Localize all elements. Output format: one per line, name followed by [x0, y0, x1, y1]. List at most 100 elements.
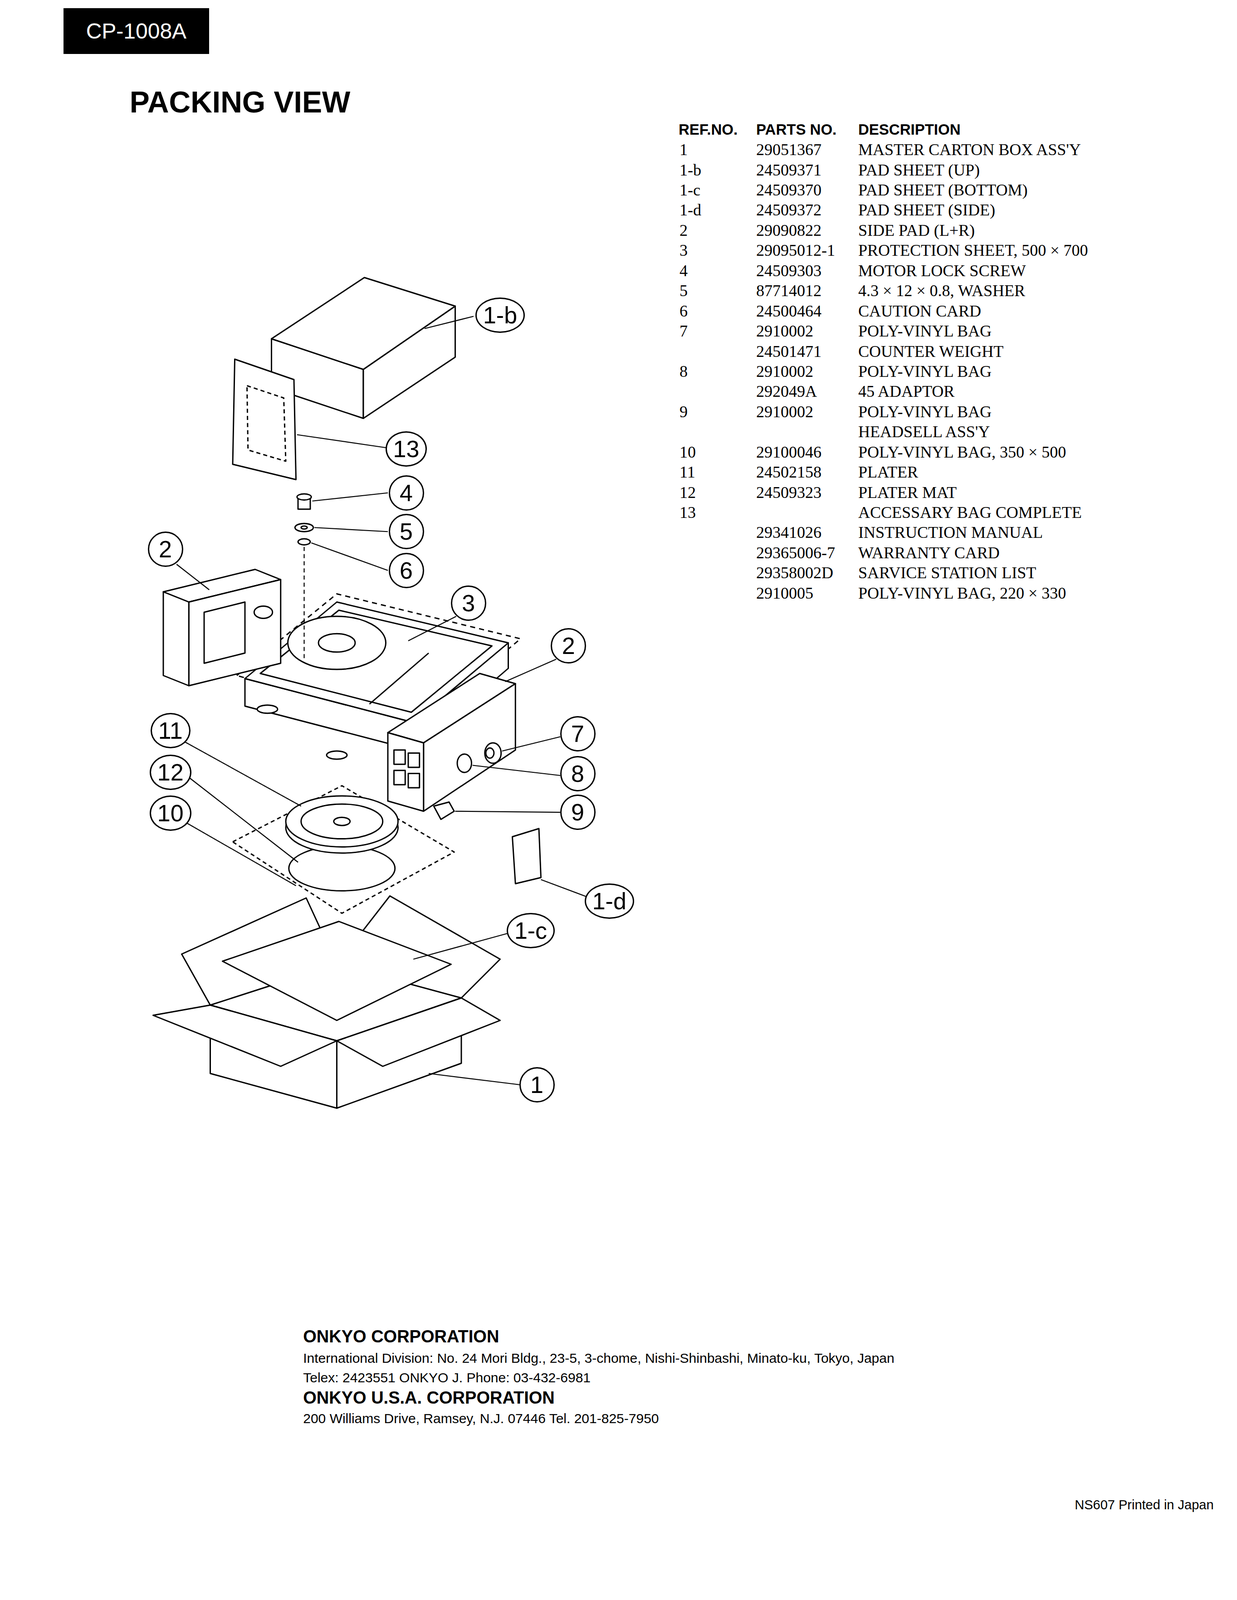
part-description: 45 ADAPTOR — [858, 381, 955, 402]
accessory-bag — [232, 359, 297, 480]
part-description: HEADSELL ASS'Y — [858, 422, 990, 442]
callout-circle: 5 — [388, 513, 425, 550]
part-description: INSTRUCTION MANUAL — [858, 523, 1043, 543]
part-number: 2910002 — [756, 321, 814, 342]
platter-hub — [333, 817, 351, 826]
callout-number: 9 — [571, 800, 585, 825]
callout-number: 1-b — [483, 303, 518, 328]
leader-line — [314, 527, 388, 532]
side-pad-pocket — [394, 750, 406, 765]
carton-flap — [153, 1005, 338, 1067]
callout-number: 2 — [158, 537, 172, 562]
model-number: CP-1008A — [86, 20, 187, 43]
part-number: 29100046 — [756, 442, 822, 463]
part-description: 4.3 × 12 × 0.8, WASHER — [858, 281, 1026, 301]
callout-circle: 1-b — [475, 297, 525, 333]
leader-line — [185, 822, 297, 887]
pad-sheet-bottom — [222, 921, 452, 1021]
part-description: PLATER MAT — [858, 483, 957, 503]
leader-line — [502, 737, 561, 752]
part-number: 2910002 — [756, 402, 814, 422]
part-number: 24509371 — [756, 160, 822, 181]
ref-number: 6 — [679, 301, 688, 322]
callout-circle: 4 — [388, 475, 425, 511]
leader-line — [428, 1073, 520, 1086]
callout-number: 5 — [399, 519, 413, 544]
callout-number: 13 — [393, 437, 420, 461]
platter — [285, 796, 399, 848]
turntable-foot — [257, 705, 278, 714]
part-number: 24509323 — [756, 483, 822, 503]
callout-circle: 13 — [385, 431, 428, 467]
callout-number: 11 — [158, 718, 183, 743]
ref-number: 7 — [679, 321, 688, 342]
leader-line — [541, 880, 591, 899]
callout-number: 3 — [461, 591, 475, 616]
leader-line — [505, 659, 557, 683]
accessory-bag-contents — [247, 386, 287, 462]
ref-number: 1-c — [679, 180, 701, 201]
callout-number: 12 — [157, 760, 184, 785]
leader-line — [176, 564, 210, 590]
part-number: 29365006-7 — [756, 543, 836, 563]
callout-circle: 12 — [149, 754, 192, 791]
part-description: POLY-VINYL BAG — [858, 321, 992, 342]
part-description: PLATER — [858, 462, 919, 483]
motor-lock-screw-head — [297, 493, 312, 501]
callout-number: 1 — [530, 1073, 544, 1097]
callout-number: 2 — [562, 634, 576, 658]
callout-number: 7 — [571, 722, 585, 746]
part-number: 87714012 — [756, 281, 822, 301]
side-pad-cutout — [254, 606, 273, 619]
side-pad-side — [423, 684, 516, 812]
leader-line — [424, 316, 474, 329]
part-description: PROTECTION SHEET, 500 × 700 — [858, 240, 1089, 261]
part-number: 24501471 — [756, 342, 822, 362]
side-pad-front — [387, 733, 424, 812]
washer-hole — [301, 526, 308, 530]
ref-number: 13 — [679, 503, 696, 523]
leader-line — [297, 435, 388, 449]
callout-number: 1-c — [514, 919, 548, 943]
part-description: MASTER CARTON BOX ASS'Y — [858, 140, 1081, 160]
part-description: WARRANTY CARD — [858, 543, 1000, 563]
company-address: 200 Williams Drive, Ramsey, N.J. 07446 T… — [303, 1410, 659, 1428]
ref-number: 5 — [679, 281, 688, 301]
leader-line — [408, 616, 457, 641]
ref-number: 4 — [679, 261, 688, 281]
company-address: International Division: No. 24 Mori Bldg… — [303, 1350, 895, 1367]
platter-ring — [301, 804, 383, 840]
leader-line — [413, 933, 511, 960]
callout-circle: 2 — [550, 628, 587, 664]
part-description: SARVICE STATION LIST — [858, 563, 1037, 583]
callout-number: 10 — [157, 801, 184, 826]
callout-circle: 3 — [450, 585, 487, 621]
tonearm — [369, 653, 430, 705]
leader-line — [455, 811, 561, 813]
part-description: POLY-VINYL BAG, 220 × 330 — [858, 583, 1066, 604]
leader-line — [472, 765, 561, 777]
ref-number: 2 — [679, 220, 688, 241]
side-pad-pocket — [408, 773, 420, 789]
callout-circle: 7 — [560, 716, 596, 752]
leader-line — [187, 776, 299, 863]
page-title: PACKING VIEW — [129, 85, 351, 119]
part-description: COUNTER WEIGHT — [858, 342, 1004, 362]
ref-number: 11 — [679, 462, 696, 483]
part-number: 2910005 — [756, 583, 814, 604]
model-badge: CP-1008A — [63, 8, 210, 54]
part-description: PAD SHEET (SIDE) — [858, 200, 996, 221]
part-description: PAD SHEET (BOTTOM) — [858, 180, 1028, 201]
part-description: CAUTION CARD — [858, 301, 982, 322]
part-number: 24509372 — [756, 200, 822, 221]
part-number: 24509303 — [756, 261, 822, 281]
part-number: 24502158 — [756, 462, 822, 483]
washer — [294, 523, 314, 532]
ref-number: 1 — [679, 140, 688, 160]
leader-lines — [176, 316, 590, 1086]
table-header: DESCRIPTION — [858, 120, 961, 139]
callout-number: 8 — [571, 762, 585, 786]
side-pad-pocket — [394, 770, 406, 786]
callout-circle: 11 — [150, 713, 191, 749]
ref-number: 12 — [679, 483, 696, 503]
